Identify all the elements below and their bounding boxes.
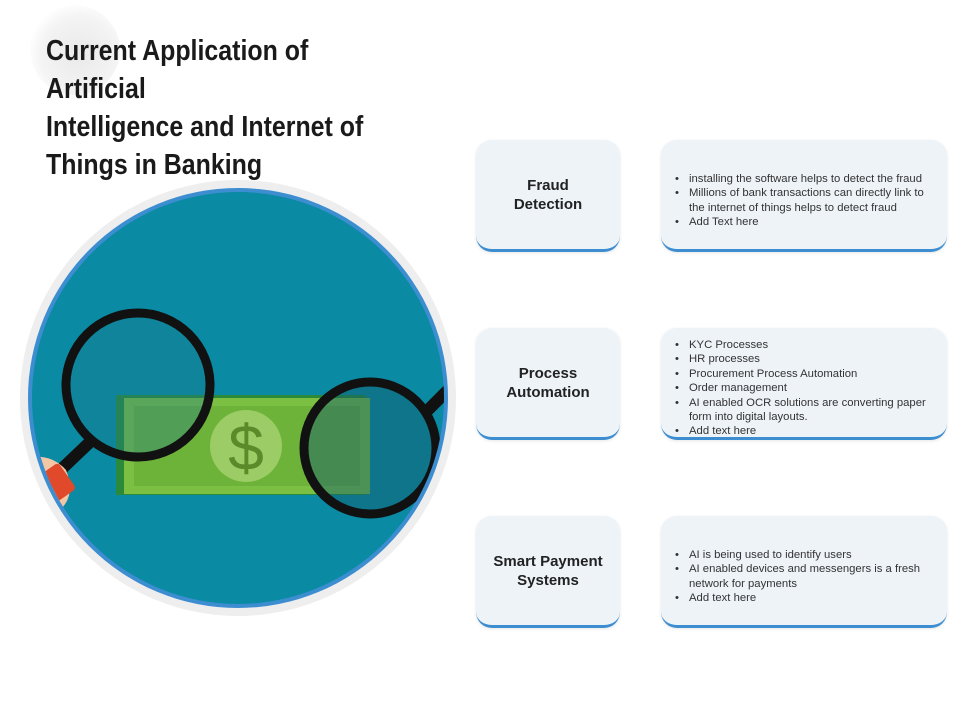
magnifier-on-banknote-icon: $: [20, 180, 456, 616]
bullet-item: Add Text here: [673, 215, 941, 230]
bullet-item: AI is being used to identify users: [673, 548, 941, 563]
right-lens-ring: [299, 377, 441, 519]
right-handle: [422, 374, 444, 416]
bullet-list: installing the software helps to detect …: [673, 172, 941, 230]
right-lens-glass: [304, 382, 436, 514]
smart-payment-description: AI is being used to identify users AI en…: [661, 516, 947, 628]
dollar-sign-icon: $: [228, 412, 264, 484]
bullet-item: Order management: [673, 381, 941, 396]
decorative-corner-circle: [30, 5, 120, 95]
bullet-list: KYC Processes HR processes Procurement P…: [673, 338, 941, 439]
fraud-detection-description: installing the software helps to detect …: [661, 140, 947, 252]
bullet-item: Procurement Process Automation: [673, 367, 941, 382]
left-lens-glass: [66, 313, 210, 457]
bullet-item: AI enabled devices and messengers is a f…: [673, 562, 941, 591]
bullet-item: Add text here: [673, 591, 941, 606]
smart-payment-box: Smart Payment Systems: [476, 516, 620, 628]
row-label: Process Automation: [506, 364, 590, 401]
coin-circle: [210, 410, 282, 482]
row-label: Smart Payment Systems: [493, 552, 603, 589]
process-automation-box: Process Automation: [476, 328, 620, 440]
bullet-item: installing the software helps to detect …: [673, 172, 941, 187]
bullet-item: AI enabled OCR solutions are converting …: [673, 396, 941, 425]
bullet-item: Add text here: [673, 424, 941, 439]
bullet-list: AI is being used to identify users AI en…: [673, 548, 941, 606]
fraud-detection-box: Fraud Detection: [476, 140, 620, 252]
bullet-item: HR processes: [673, 352, 941, 367]
process-automation-description: KYC Processes HR processes Procurement P…: [661, 328, 947, 440]
row-label: Fraud Detection: [513, 176, 583, 213]
bullet-item: KYC Processes: [673, 338, 941, 353]
bullet-item: Millions of bank transactions can direct…: [673, 186, 941, 215]
slide-title: Current Application of Artificial Intell…: [46, 35, 364, 181]
left-lens-ring: [61, 308, 215, 462]
